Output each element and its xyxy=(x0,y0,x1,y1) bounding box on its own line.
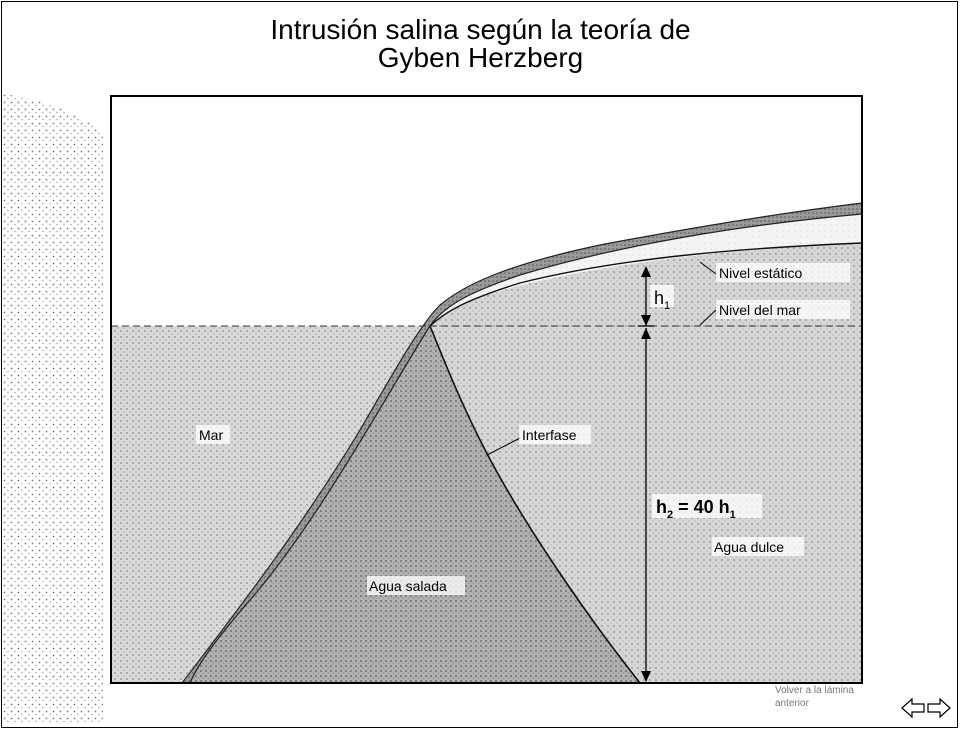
salt-water-label: Agua salada xyxy=(369,578,447,594)
h2-h1-subscript: 1 xyxy=(730,509,736,521)
left-stipple-texture xyxy=(3,94,103,724)
h1-subscript: 1 xyxy=(664,300,670,312)
title-line-1: Intrusión salina según la teoría de xyxy=(270,14,691,45)
h1-label: h1 xyxy=(650,285,674,312)
title-line-2: Gyben Herzberg xyxy=(377,42,584,73)
sea-level-label: Nivel del mar xyxy=(719,302,801,318)
static-level-label: Nivel estático xyxy=(719,265,802,281)
svg-text:h2 = 40 h1: h2 = 40 h1 xyxy=(656,497,736,521)
diagram-box xyxy=(110,95,863,684)
slide-title: Intrusión salina según la teoría de Gybe… xyxy=(0,16,961,72)
right-arrow-icon[interactable] xyxy=(926,697,952,719)
interface-label: Interfase xyxy=(522,427,577,443)
fresh-water-label: Agua dulce xyxy=(714,539,784,555)
h1-dimension xyxy=(638,266,654,327)
interface-leader xyxy=(486,437,521,456)
interface-line xyxy=(429,325,641,684)
svg-text:h1: h1 xyxy=(654,288,670,312)
sea-level-leader xyxy=(699,309,717,326)
static-level-leader xyxy=(699,261,717,275)
salt-water-wedge xyxy=(182,326,640,683)
nav-arrows xyxy=(900,697,952,719)
h1-letter: h xyxy=(654,288,664,308)
static-level-line xyxy=(429,242,863,327)
h2-label: h2 = 40 h1 xyxy=(652,494,762,521)
back-to-previous-link[interactable]: Volver a la lámina anterior xyxy=(775,685,854,709)
h2-letter: h xyxy=(656,497,667,517)
h2-equation: = 40 h xyxy=(673,497,730,517)
unsaturated-zone xyxy=(430,214,862,326)
h2-dimension xyxy=(641,328,651,682)
sea-label: Mar xyxy=(199,427,223,443)
left-arrow-icon[interactable] xyxy=(900,697,926,719)
sea-region xyxy=(111,326,430,683)
h2-subscript: 2 xyxy=(667,509,673,521)
